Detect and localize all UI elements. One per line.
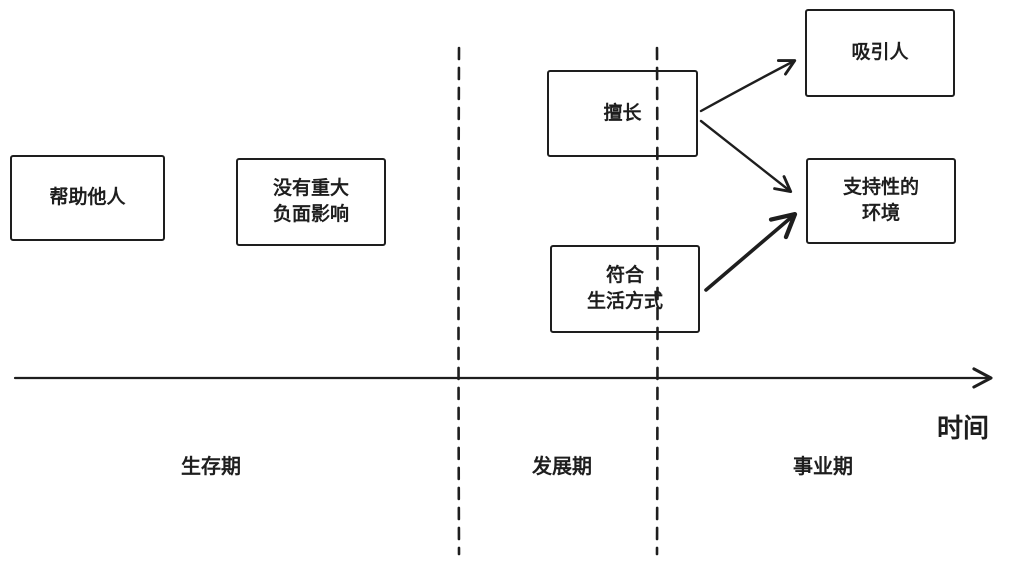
time-axis-label: 时间 xyxy=(936,414,989,444)
box-help-others: 帮助他人 xyxy=(10,155,165,241)
arrow-fits-lifestyle-to-supportive-environment xyxy=(704,212,798,292)
box-good-at: 擅长 xyxy=(547,70,698,157)
phase-divider-right xyxy=(655,46,659,556)
phase-label-development: 发展期 xyxy=(532,454,592,478)
arrow-good-at-to-attractive xyxy=(699,59,797,113)
box-no-major-negative-impact: 没有重大 负面影响 xyxy=(236,158,386,246)
time-axis-line xyxy=(13,367,993,389)
box-supportive-environment: 支持性的 环境 xyxy=(806,158,956,244)
box-fits-lifestyle: 符合 生活方式 xyxy=(550,245,700,333)
phase-label-career: 事业期 xyxy=(793,454,853,478)
phase-divider-left xyxy=(457,46,461,556)
phase-label-survival: 生存期 xyxy=(181,454,241,478)
box-attractive: 吸引人 xyxy=(805,9,955,97)
arrow-good-at-to-supportive-environment xyxy=(699,119,793,193)
